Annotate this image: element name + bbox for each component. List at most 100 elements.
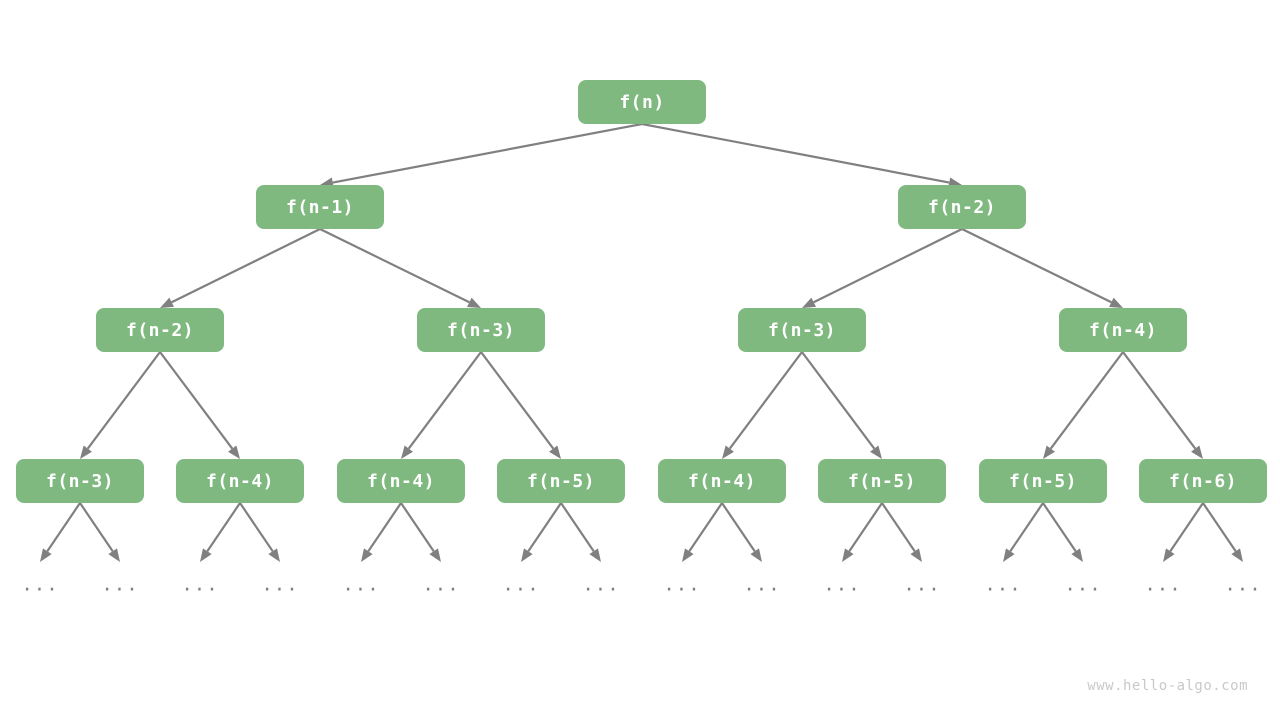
tree-node-n5: f(n-3): [738, 308, 866, 352]
ellipsis-label: ...: [903, 574, 940, 596]
node-label: f(n-2): [928, 197, 996, 218]
tree-node-n13: f(n-5): [979, 459, 1107, 503]
node-label: f(n-3): [447, 320, 515, 341]
edge-n1-to-n4: [319, 228, 481, 308]
node-box: [417, 308, 545, 352]
edge-line: [801, 351, 876, 450]
edge-line: [1202, 502, 1237, 552]
edge-n5-to-n12: [801, 351, 882, 459]
edge-n8-to-ellipsis0: [200, 502, 241, 562]
arrow-head-icon: [108, 548, 120, 562]
watermark-label: www.hello-algo.com: [1087, 678, 1248, 694]
edge-line: [367, 502, 402, 552]
arrow-head-icon: [361, 548, 373, 562]
ellipsis-label: ...: [422, 574, 459, 596]
edge-line: [46, 502, 81, 552]
ellipsis-label: ...: [1224, 574, 1261, 596]
ellipsis-label: ...: [21, 574, 58, 596]
edge-line: [848, 502, 883, 552]
arrow-head-icon: [910, 548, 922, 562]
arrow-head-icon: [1003, 548, 1015, 562]
arrow-head-icon: [1071, 548, 1083, 562]
arrow-head-icon: [1043, 445, 1055, 459]
arrow-head-icon: [521, 548, 533, 562]
arrow-head-icon: [228, 445, 240, 459]
edge-n6-to-n14: [1122, 351, 1203, 459]
edge-line: [400, 502, 435, 552]
edge-n12-to-ellipsis1: [881, 502, 922, 562]
edge-line: [239, 502, 274, 552]
node-box: [337, 459, 465, 503]
arrow-head-icon: [802, 297, 816, 308]
edge-n7-to-ellipsis0: [40, 502, 81, 562]
node-label: f(n-4): [206, 471, 274, 492]
ellipsis-label: ...: [502, 574, 539, 596]
edge-n6-to-n13: [1043, 351, 1124, 459]
tree-node-n11: f(n-4): [658, 459, 786, 503]
arrow-head-icon: [80, 445, 92, 459]
edge-line: [527, 502, 562, 552]
tree-node-n6: f(n-4): [1059, 308, 1187, 352]
tree-node-n14: f(n-6): [1139, 459, 1267, 503]
node-label: f(n-2): [126, 320, 194, 341]
arrow-head-icon: [750, 548, 762, 562]
arrow-head-icon: [589, 548, 601, 562]
edge-n13-to-ellipsis0: [1003, 502, 1044, 562]
ellipsis-label: ...: [1144, 574, 1181, 596]
ellipsis-label: ...: [823, 574, 860, 596]
ellipsis-label: ...: [101, 574, 138, 596]
edges-layer: [40, 122, 1243, 562]
edge-line: [641, 122, 950, 184]
edge-line: [1122, 351, 1197, 450]
arrow-head-icon: [467, 297, 481, 308]
arrow-head-icon: [549, 445, 561, 459]
ellipsis-label: ...: [582, 574, 619, 596]
arrow-head-icon: [1231, 548, 1243, 562]
edge-line: [1009, 502, 1044, 552]
edge-line: [159, 351, 234, 450]
arrow-head-icon: [682, 548, 694, 562]
node-label: f(n-5): [527, 471, 595, 492]
edge-line: [688, 502, 723, 552]
edge-n11-to-ellipsis1: [721, 502, 762, 562]
node-label: f(n-6): [1169, 471, 1237, 492]
node-label: f(n-3): [46, 471, 114, 492]
edge-n7-to-ellipsis1: [79, 502, 120, 562]
ellipsis-label: ...: [342, 574, 379, 596]
edge-line: [171, 228, 321, 304]
nodes-layer: f(n)f(n-1)f(n-2)f(n-2)f(n-3)f(n-3)f(n-4)…: [16, 80, 1267, 503]
arrow-head-icon: [40, 548, 52, 562]
arrow-head-icon: [268, 548, 280, 562]
arrow-head-icon: [722, 445, 734, 459]
edge-n14-to-ellipsis1: [1202, 502, 1243, 562]
edge-n12-to-ellipsis0: [842, 502, 883, 562]
node-box: [1139, 459, 1267, 503]
tree-node-n0: f(n): [578, 80, 706, 124]
edge-n4-to-n10: [480, 351, 561, 459]
node-box: [658, 459, 786, 503]
edge-line: [1049, 351, 1124, 450]
edge-n1-to-n3: [160, 228, 321, 308]
edge-line: [1169, 502, 1204, 552]
ellipsis-label: ...: [743, 574, 780, 596]
node-box: [898, 185, 1026, 229]
edge-line: [1042, 502, 1077, 552]
ellipsis-label: ...: [261, 574, 298, 596]
node-box: [979, 459, 1107, 503]
ellipsis-label: ...: [663, 574, 700, 596]
tree-node-n4: f(n-3): [417, 308, 545, 352]
edge-line: [332, 122, 643, 184]
edge-line: [560, 502, 595, 552]
edge-line: [881, 502, 916, 552]
arrow-head-icon: [1191, 445, 1203, 459]
edge-n4-to-n9: [401, 351, 482, 459]
node-box: [578, 80, 706, 124]
node-box: [497, 459, 625, 503]
node-label: f(n-4): [367, 471, 435, 492]
edge-n11-to-ellipsis0: [682, 502, 723, 562]
edge-n9-to-ellipsis0: [361, 502, 402, 562]
ellipsis-label: ...: [181, 574, 218, 596]
edge-line: [961, 228, 1112, 304]
edge-line: [319, 228, 470, 304]
